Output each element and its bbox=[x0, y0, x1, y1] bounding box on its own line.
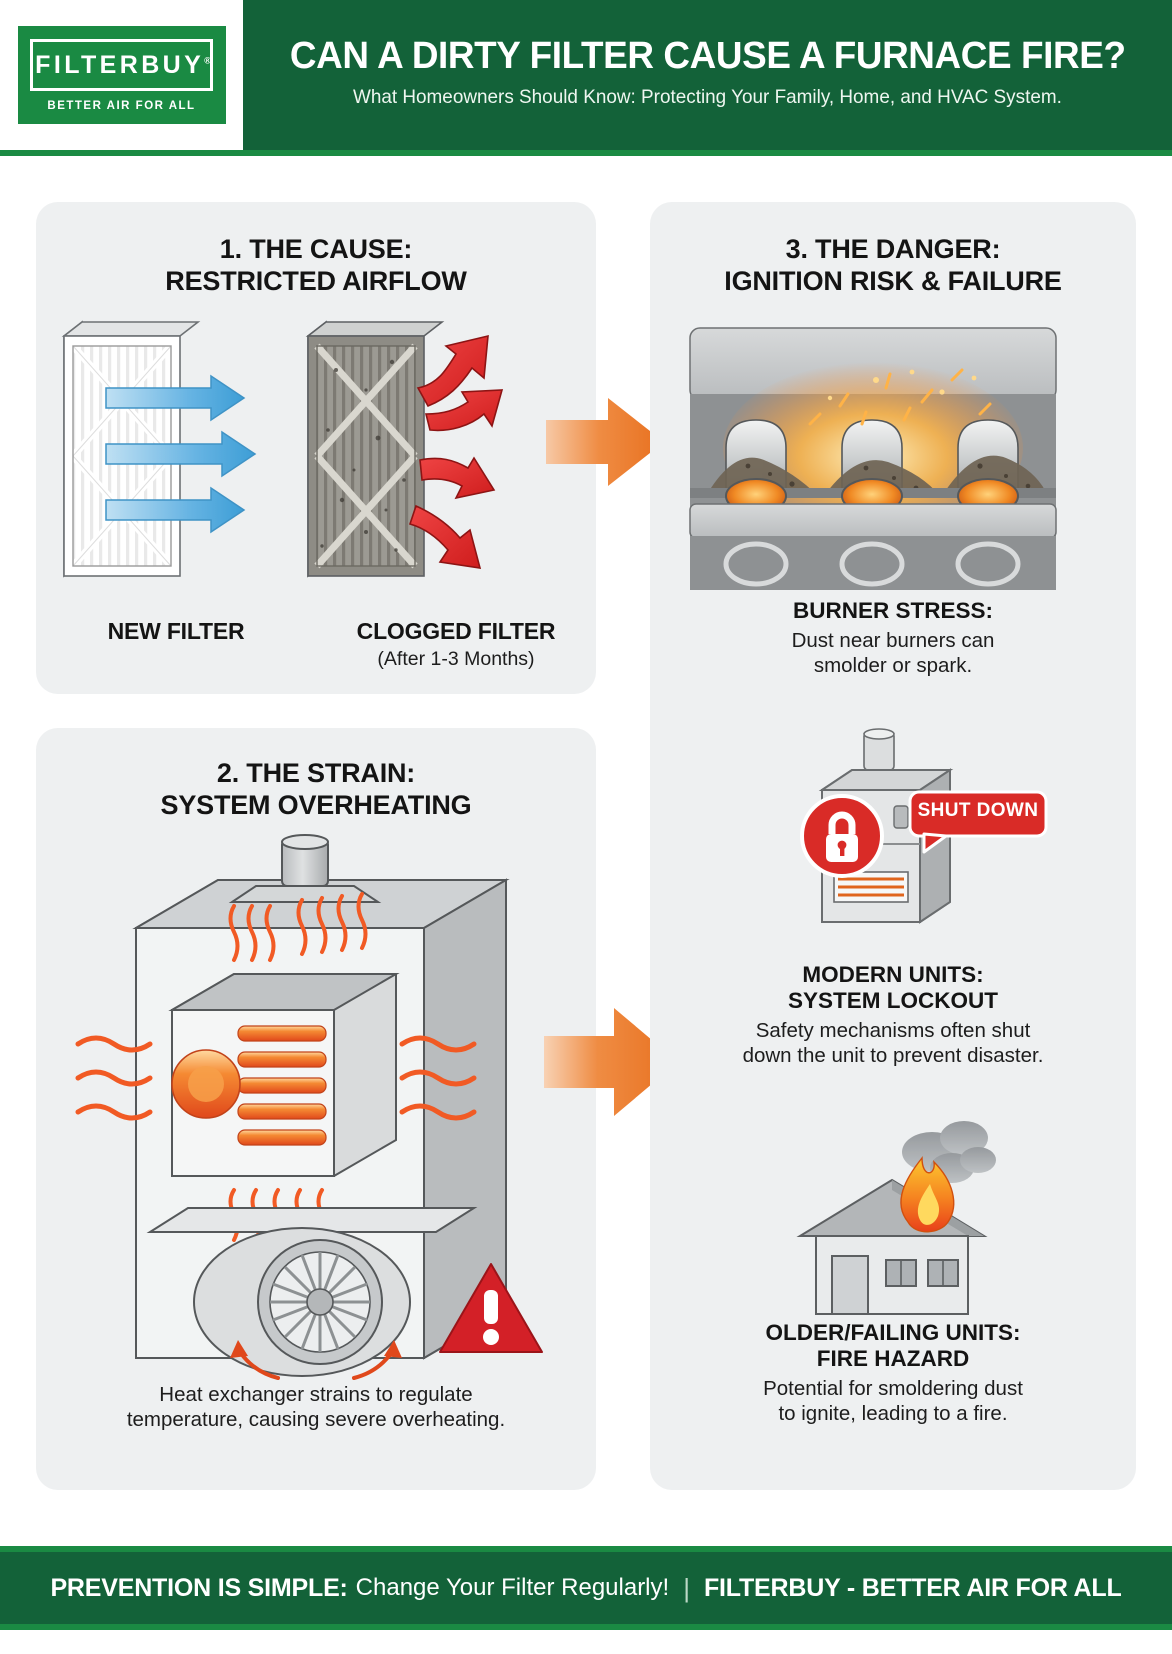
burner-stress-caption: BURNER STRESS: Dust near burners can smo… bbox=[650, 598, 1136, 678]
footer-normal-text: Change Your Filter Regularly! bbox=[355, 1574, 670, 1601]
footer-accent-rule-bottom bbox=[0, 1624, 1172, 1630]
burner-illustration bbox=[689, 327, 1057, 590]
warning-triangle-icon bbox=[439, 1263, 543, 1353]
panel-strain-title-line2: SYSTEM OVERHEATING bbox=[160, 789, 472, 820]
modern-units-caption: MODERN UNITS: SYSTEM LOCKOUT Safety mech… bbox=[650, 962, 1136, 1068]
panel-cause-title-line2: RESTRICTED AIRFLOW bbox=[165, 265, 467, 296]
filter-comparison-illustration bbox=[36, 310, 596, 610]
burner-stress-line1: Dust near burners can bbox=[791, 628, 995, 652]
clogged-filter-label: CLOGGED FILTER bbox=[356, 618, 556, 644]
panel-cause-title-line1: 1. THE CAUSE: bbox=[219, 234, 413, 264]
lock-icon bbox=[800, 794, 884, 878]
logo-brand-text: FILTERBUY® bbox=[35, 50, 211, 79]
shut-down-bubble-shape bbox=[908, 790, 1048, 854]
spark-dots bbox=[827, 369, 977, 401]
panel-strain-title: 2. THE STRAIN: SYSTEM OVERHEATING bbox=[36, 758, 596, 821]
footer-content: PREVENTION IS SIMPLE: Change Your Filter… bbox=[50, 1573, 1121, 1604]
filters-svg bbox=[61, 320, 504, 578]
footer-accent-rule-top bbox=[0, 1546, 1172, 1552]
footer-bar: PREVENTION IS SIMPLE: Change Your Filter… bbox=[0, 1552, 1172, 1624]
panel-strain-caption: Heat exchanger strains to regulate tempe… bbox=[56, 1382, 576, 1432]
modern-units-heading-line1: MODERN UNITS: bbox=[802, 962, 984, 987]
panel-the-strain: 2. THE STRAIN: SYSTEM OVERHEATING bbox=[36, 728, 596, 1490]
lower-manifold-rings bbox=[723, 541, 1021, 587]
panel-strain-caption-line2: temperature, causing severe overheating. bbox=[126, 1408, 506, 1431]
airflow-arrows-blue bbox=[105, 374, 257, 534]
older-units-caption: OLDER/FAILING UNITS: FIRE HAZARD Potenti… bbox=[650, 1320, 1136, 1426]
house-fire-svg bbox=[796, 1121, 996, 1315]
header-bar: FILTERBUY® BETTER AIR FOR ALL CAN A DIRT… bbox=[0, 0, 1172, 150]
burner-svg bbox=[689, 327, 1057, 590]
blocked-airflow-arrows-red bbox=[408, 334, 504, 569]
panel-the-cause: 1. THE CAUSE: RESTRICTED AIRFLOW bbox=[36, 202, 596, 694]
footer-separator: | bbox=[683, 1572, 690, 1603]
older-units-heading-line2: FIRE HAZARD bbox=[816, 1345, 970, 1371]
shut-down-badge: SHUT DOWN bbox=[908, 790, 1048, 854]
modern-units-heading-line2: SYSTEM LOCKOUT bbox=[787, 987, 998, 1013]
modern-units-line1: Safety mechanisms often shut bbox=[755, 1018, 1031, 1042]
page-subtitle: What Homeowners Should Know: Protecting … bbox=[353, 85, 1062, 108]
furnace-svg bbox=[75, 834, 510, 1380]
filterbuy-logo: FILTERBUY® BETTER AIR FOR ALL bbox=[17, 26, 226, 124]
footer-brand-text: FILTERBUY - BETTER AIR FOR ALL bbox=[703, 1573, 1122, 1602]
page-title: CAN A DIRTY FILTER CAUSE A FURNACE FIRE? bbox=[289, 35, 1126, 78]
older-units-line2: to ignite, leading to a fire. bbox=[778, 1401, 1008, 1425]
older-units-heading-line1: OLDER/FAILING UNITS: bbox=[765, 1320, 1021, 1345]
flame-icon bbox=[900, 1156, 955, 1233]
clogged-filter-graphic bbox=[305, 320, 445, 578]
flow-arrow-cause-to-danger bbox=[546, 398, 664, 486]
panel-the-danger: 3. THE DANGER: IGNITION RISK & FAILURE bbox=[650, 202, 1136, 1490]
smoke-cloud bbox=[902, 1121, 996, 1183]
logo-tagline: BETTER AIR FOR ALL bbox=[47, 100, 196, 112]
panel-danger-title-line1: 3. THE DANGER: bbox=[785, 234, 1001, 264]
logo-container: FILTERBUY® BETTER AIR FOR ALL bbox=[0, 0, 243, 150]
heat-exchanger-hot-tubes bbox=[171, 1025, 327, 1146]
heat-waves-top bbox=[228, 892, 368, 962]
header-accent-rule bbox=[0, 150, 1172, 156]
burning-house-illustration bbox=[782, 1110, 1012, 1320]
header-text-block: CAN A DIRTY FILTER CAUSE A FURNACE FIRE?… bbox=[243, 0, 1172, 150]
new-filter-label-block: NEW FILTER bbox=[36, 618, 316, 671]
furnace-overheating-illustration bbox=[75, 834, 546, 1400]
dust-specks bbox=[745, 463, 1031, 491]
filter-labels-row: NEW FILTER CLOGGED FILTER (After 1-3 Mon… bbox=[36, 618, 596, 671]
older-units-line1: Potential for smoldering dust bbox=[763, 1376, 1023, 1400]
burner-stress-heading: BURNER STRESS: bbox=[792, 598, 994, 623]
clogged-filter-sublabel: (After 1-3 Months) bbox=[377, 648, 535, 670]
panel-danger-title-line2: IGNITION RISK & FAILURE bbox=[724, 265, 1062, 296]
clogged-filter-label-block: CLOGGED FILTER (After 1-3 Months) bbox=[316, 618, 596, 671]
spark-particles bbox=[808, 368, 992, 426]
burner-stress-line2: smolder or spark. bbox=[813, 653, 973, 677]
modern-units-line2: down the unit to prevent disaster. bbox=[742, 1043, 1044, 1067]
panel-danger-title: 3. THE DANGER: IGNITION RISK & FAILURE bbox=[650, 234, 1136, 297]
footer-bold-text: PREVENTION IS SIMPLE: bbox=[50, 1573, 348, 1602]
new-filter-label: NEW FILTER bbox=[107, 618, 245, 644]
heat-waves-sides bbox=[75, 1035, 477, 1121]
shut-down-badge-label: SHUT DOWN bbox=[917, 800, 1039, 821]
fan-rotation-arrows bbox=[230, 1340, 402, 1380]
logo-frame: FILTERBUY® bbox=[30, 39, 213, 91]
panel-strain-caption-line1: Heat exchanger strains to regulate bbox=[159, 1383, 473, 1406]
panel-strain-title-line1: 2. THE STRAIN: bbox=[216, 758, 416, 788]
panel-cause-title: 1. THE CAUSE: RESTRICTED AIRFLOW bbox=[36, 234, 596, 297]
